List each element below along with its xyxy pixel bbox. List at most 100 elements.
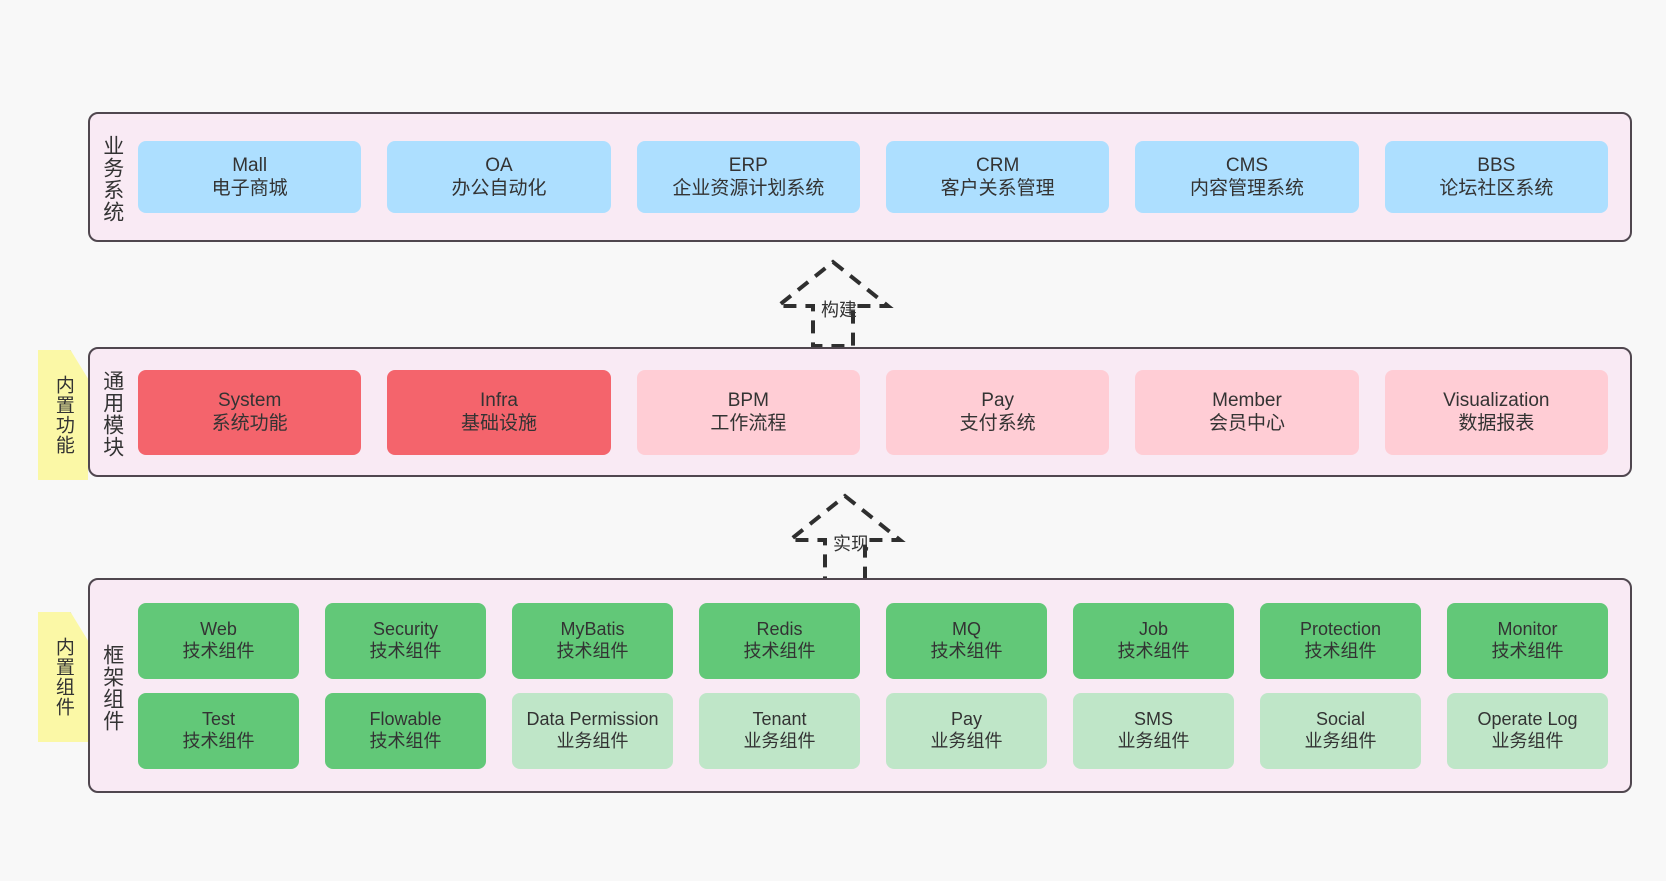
card-title-en: SMS: [1133, 708, 1173, 729]
card-title-en: BPM: [727, 389, 769, 411]
card-title-en: Social: [1315, 708, 1366, 729]
card-title-en: Data Permission: [526, 708, 659, 729]
card-title-en: ERP: [728, 154, 768, 176]
card-title-cn: 内容管理系统: [1189, 178, 1304, 199]
card-title-en: Job: [1138, 618, 1169, 639]
generalization-arrow-implement: 实现: [770, 492, 920, 584]
card-title-cn: 技术组件: [369, 640, 442, 661]
sticky-note-builtin-component: 内置组件: [38, 612, 88, 742]
card-title-cn: 会员中心: [1208, 413, 1285, 434]
sticky-note-builtin-component-label: 内置组件: [52, 637, 74, 717]
card-title-en: Redis: [756, 618, 803, 639]
card-title-cn: 系统功能: [211, 413, 288, 434]
card-title-en: Security: [372, 618, 439, 639]
card-title-en: Web: [200, 618, 237, 639]
card-title-en: System: [217, 389, 282, 411]
card-title-cn: 业务组件: [556, 730, 629, 751]
card-title-cn: 客户关系管理: [940, 178, 1055, 199]
layer-title-general-modules: 通用模块: [100, 370, 124, 458]
note-fold-corner-icon: [70, 350, 88, 368]
card-title-cn: 业务组件: [1304, 730, 1377, 751]
sticky-note-builtin-function: 内置功能: [38, 350, 88, 480]
card-title-en: CRM: [976, 154, 1020, 176]
card-title-en: Protection: [1299, 618, 1382, 639]
card-title-en: Pay: [950, 708, 983, 729]
sticky-note-builtin-function-label: 内置功能: [52, 375, 74, 455]
card-title-cn: 论坛社区系统: [1439, 178, 1554, 199]
card-title-en: Test: [201, 708, 235, 729]
card-title-en: MQ: [952, 618, 981, 639]
card-title-en: Tenant: [752, 708, 807, 729]
card-title-cn: 技术组件: [556, 640, 629, 661]
card-title-en: OA: [485, 154, 513, 176]
card-title-cn: 企业资源计划系统: [672, 178, 825, 199]
card-title-cn: 基础设施: [460, 413, 537, 434]
card-title-en: Operate Log: [1477, 708, 1578, 729]
arrow-implement-label: 实现: [833, 534, 869, 554]
card-title-en: Monitor: [1497, 618, 1558, 639]
card-title-cn: 支付系统: [959, 413, 1036, 434]
layer-title-business-system: 业务系统: [100, 135, 124, 223]
card-title-cn: 技术组件: [369, 730, 442, 751]
card-title-cn: 技术组件: [182, 730, 255, 751]
card-title-cn: 技术组件: [1491, 640, 1564, 661]
card-title-cn: 技术组件: [743, 640, 816, 661]
card-title-cn: 业务组件: [1491, 730, 1564, 751]
card-title-en: Visualization: [1443, 389, 1550, 411]
card-title-en: Member: [1212, 389, 1282, 411]
card-title-cn: 数据报表: [1458, 413, 1535, 434]
card-title-en: Pay: [981, 389, 1015, 411]
card-title-cn: 工作流程: [710, 413, 787, 434]
card-title-cn: 业务组件: [930, 730, 1003, 751]
card-title-cn: 业务组件: [743, 730, 816, 751]
arrow-build-label: 构建: [821, 300, 857, 320]
card-title-en: BBS: [1477, 154, 1516, 176]
card-title-cn: 电子商城: [211, 178, 288, 199]
card-title-en: Infra: [479, 389, 518, 411]
card-title-cn: 办公自动化: [451, 178, 547, 199]
generalization-arrow-build: 构建: [758, 258, 908, 350]
card-title-cn: 技术组件: [182, 640, 255, 661]
layer-title-framework-components: 框架组件: [100, 643, 124, 732]
card-title-cn: 技术组件: [1117, 640, 1190, 661]
note-fold-corner-icon: [70, 612, 88, 630]
card-title-en: Flowable: [369, 708, 442, 729]
card-title-cn: 业务组件: [1117, 730, 1190, 751]
card-title-en: CMS: [1225, 154, 1269, 176]
